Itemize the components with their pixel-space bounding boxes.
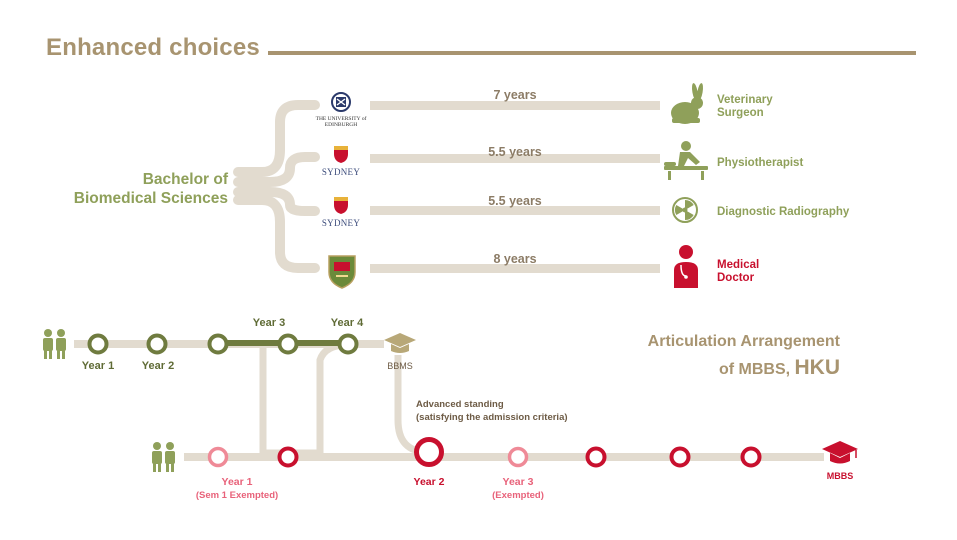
doctor-icon	[674, 245, 698, 288]
bbms-node-year2b	[207, 333, 229, 355]
career-label: Medical Doctor	[717, 259, 759, 284]
career-line: Physiotherapist	[717, 157, 804, 169]
title-rule	[268, 51, 916, 55]
rabbit-icon	[671, 83, 703, 124]
programme-line2: Biomedical Sciences	[73, 190, 228, 207]
mbbs-node-year1	[207, 446, 229, 468]
sydney-crest-icon	[334, 197, 348, 214]
bbms-year-label: Year 2	[141, 360, 175, 372]
bbms-end-label: BBMS	[387, 361, 413, 371]
mbbs-year3-label: Year 3	[502, 476, 534, 488]
programme-label: Bachelor of Biomedical Sciences	[20, 170, 228, 208]
pathway-years: 5.5 years	[488, 194, 542, 208]
graduation-cap-icon	[822, 441, 858, 464]
bbms-node-year3	[277, 333, 299, 355]
mbbs-year2-label: Year 2	[413, 476, 445, 488]
mbbs-node-year3	[507, 446, 529, 468]
pathway-years: 5.5 years	[488, 145, 542, 159]
advanced-standing-label: Advanced standing	[416, 399, 504, 410]
career-line: Diagnostic Radiography	[717, 206, 850, 218]
people-icon	[152, 442, 175, 472]
mbbs-node-year4	[585, 446, 607, 468]
page-title: Enhanced choices	[46, 34, 260, 61]
pathway-years: 7 years	[493, 88, 537, 102]
career-label: Physiotherapist	[717, 157, 803, 170]
career-label: Diagnostic Radiography	[717, 206, 849, 219]
bbms-track	[74, 333, 429, 457]
bbms-year-label: Year 4	[330, 317, 364, 329]
pathway-bar-3	[370, 206, 660, 215]
pathway-bar-4	[370, 264, 660, 273]
articulation-title: Articulation Arrangement	[647, 333, 840, 350]
mbbs-node-year6	[740, 446, 762, 468]
career-line: Veterinary	[717, 94, 773, 106]
sydney-crest-icon	[334, 146, 348, 163]
career-line: Doctor	[717, 271, 755, 284]
articulation-prefix: of MBBS,	[718, 361, 795, 378]
articulation-subtitle: of MBBS, HKU	[560, 356, 840, 380]
hku-crest-icon	[328, 255, 356, 289]
bbms-node-year4	[337, 333, 359, 355]
radiation-icon	[672, 197, 698, 223]
mbbs-node-year2	[414, 437, 444, 467]
mbbs-end-label: MBBS	[826, 471, 854, 481]
mbbs-year1-note: (Sem 1 Exempted)	[195, 490, 279, 501]
career-line: Medical	[717, 259, 760, 271]
bbms-year-label: Year 1	[81, 360, 115, 372]
pathway-bar-1	[370, 101, 660, 110]
branch-tree	[233, 100, 320, 273]
mbbs-node-year1b	[277, 446, 299, 468]
programme-line1: Bachelor of	[142, 171, 228, 188]
career-label: Veterinary Surgeon	[717, 94, 773, 119]
university-name: SYDNEY	[321, 218, 361, 228]
edinburgh-crest-icon	[331, 92, 351, 112]
mbbs-track	[184, 437, 824, 468]
bbms-year-label: Year 3	[252, 317, 286, 329]
massage-table-icon	[664, 141, 708, 180]
university-name: SYDNEY	[321, 167, 361, 177]
mbbs-year1-label: Year 1	[221, 476, 253, 488]
career-line: Surgeon	[717, 106, 764, 119]
articulation-hku: HKU	[794, 356, 841, 379]
mbbs-node-year5	[669, 446, 691, 468]
pathway-bar-2	[370, 154, 660, 163]
university-name: THE UNIVERSITY of EDINBURGH	[315, 116, 367, 128]
bbms-node-year1	[87, 333, 109, 355]
advanced-standing-note: (satisfying the admission criteria)	[416, 412, 568, 423]
pathway-years: 8 years	[493, 252, 537, 266]
mbbs-year3-note: (Exempted)	[492, 490, 544, 501]
people-icon	[43, 329, 66, 359]
bbms-node-year2	[146, 333, 168, 355]
graduation-cap-icon	[384, 333, 416, 353]
pathway-bars	[370, 101, 660, 273]
